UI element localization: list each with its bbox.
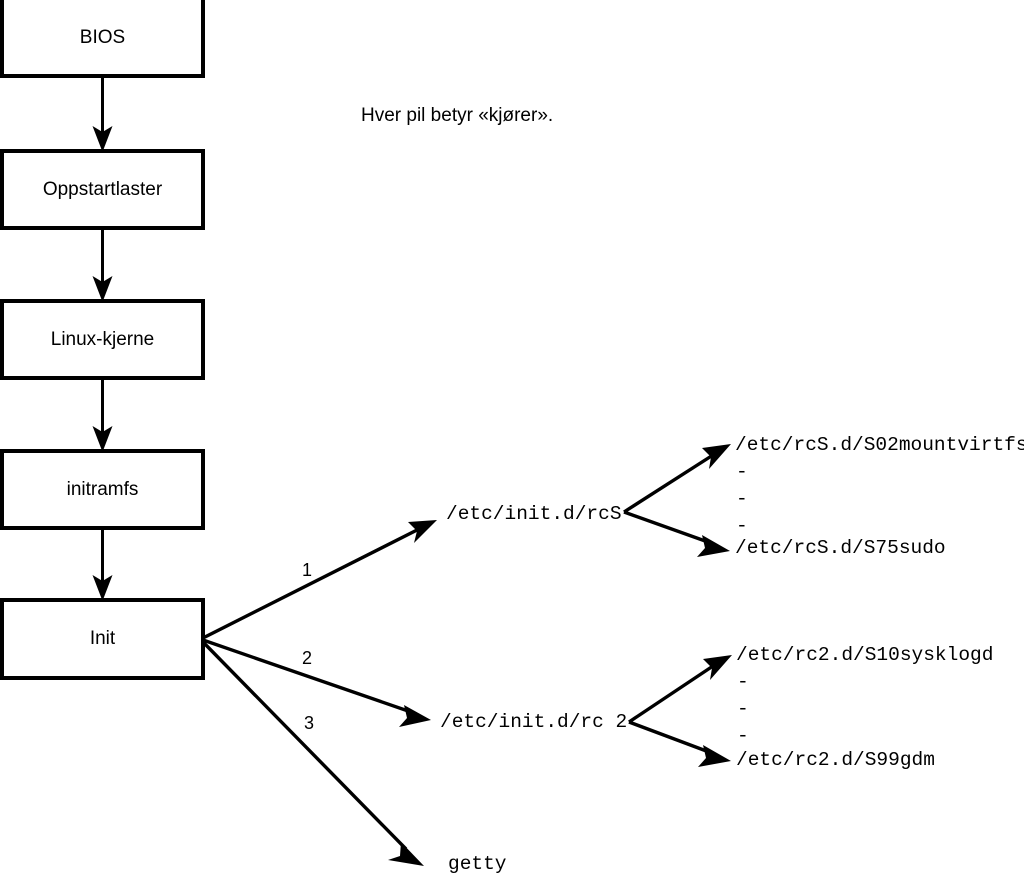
rcs-ellipsis-dash-1: - [736,461,748,483]
arrow-init-branch-1 [202,520,437,640]
rc2-first-script-label: /etc/rc2.d/S10sysklogd [736,644,993,666]
node-bios: BIOS [0,0,205,78]
arrow-init-branch-3 [201,640,424,866]
node-initramfs-label: initramfs [67,479,139,500]
branch-2-number: 2 [302,648,312,668]
rcs-ellipsis-dash-3: - [736,515,748,537]
node-bios-label: BIOS [80,27,125,48]
rc2-ellipsis-dash-1: - [737,671,749,693]
arrow-init-branch-2 [202,638,431,727]
node-init: Init [0,598,205,680]
node-oppstartlaster-label: Oppstartlaster [43,179,163,200]
rc2-ellipsis-dash-3: - [737,725,749,747]
arrow-rcs-to-first-script [623,444,731,514]
arrow-bios-to-oppstartlaster [92,76,113,152]
node-bios-rect [0,0,205,78]
node-init-rect [0,598,205,680]
node-linux-kjerne: Linux-kjerne [0,299,205,380]
arrow-oppstartlaster-to-linux-kjerne [92,228,113,302]
branch-1-number: 1 [302,560,312,580]
branch-3-target-label: getty [448,853,507,875]
branch-2-target-label: /etc/init.d/rc 2 [440,711,627,733]
node-oppstartlaster-rect [0,149,205,230]
node-oppstartlaster: Oppstartlaster [0,149,205,230]
rc2-last-script-label: /etc/rc2.d/S99gdm [736,749,935,771]
branch-3-number: 3 [304,713,314,733]
rcs-first-script-label: /etc/rcS.d/S02mountvirtfs [735,434,1024,456]
arrow-linux-kjerne-to-initramfs [92,378,113,452]
arrow-rcs-to-last-script [623,510,730,557]
arrow-initramfs-to-init [92,528,113,601]
diagram-caption: Hver pil betyr «kjører». [361,105,553,126]
rcs-last-script-label: /etc/rcS.d/S75sudo [735,537,946,559]
node-linux-kjerne-label: Linux-kjerne [51,329,155,350]
node-initramfs: initramfs [0,449,205,530]
node-init-label: Init [90,628,116,649]
branch-1-target-label: /etc/init.d/rcS [446,503,622,525]
arrow-rc2-to-first-script [628,655,732,724]
arrow-rc2-to-last-script [628,720,731,767]
rcs-ellipsis-dash-2: - [736,488,748,510]
rc2-ellipsis-dash-2: - [737,698,749,720]
